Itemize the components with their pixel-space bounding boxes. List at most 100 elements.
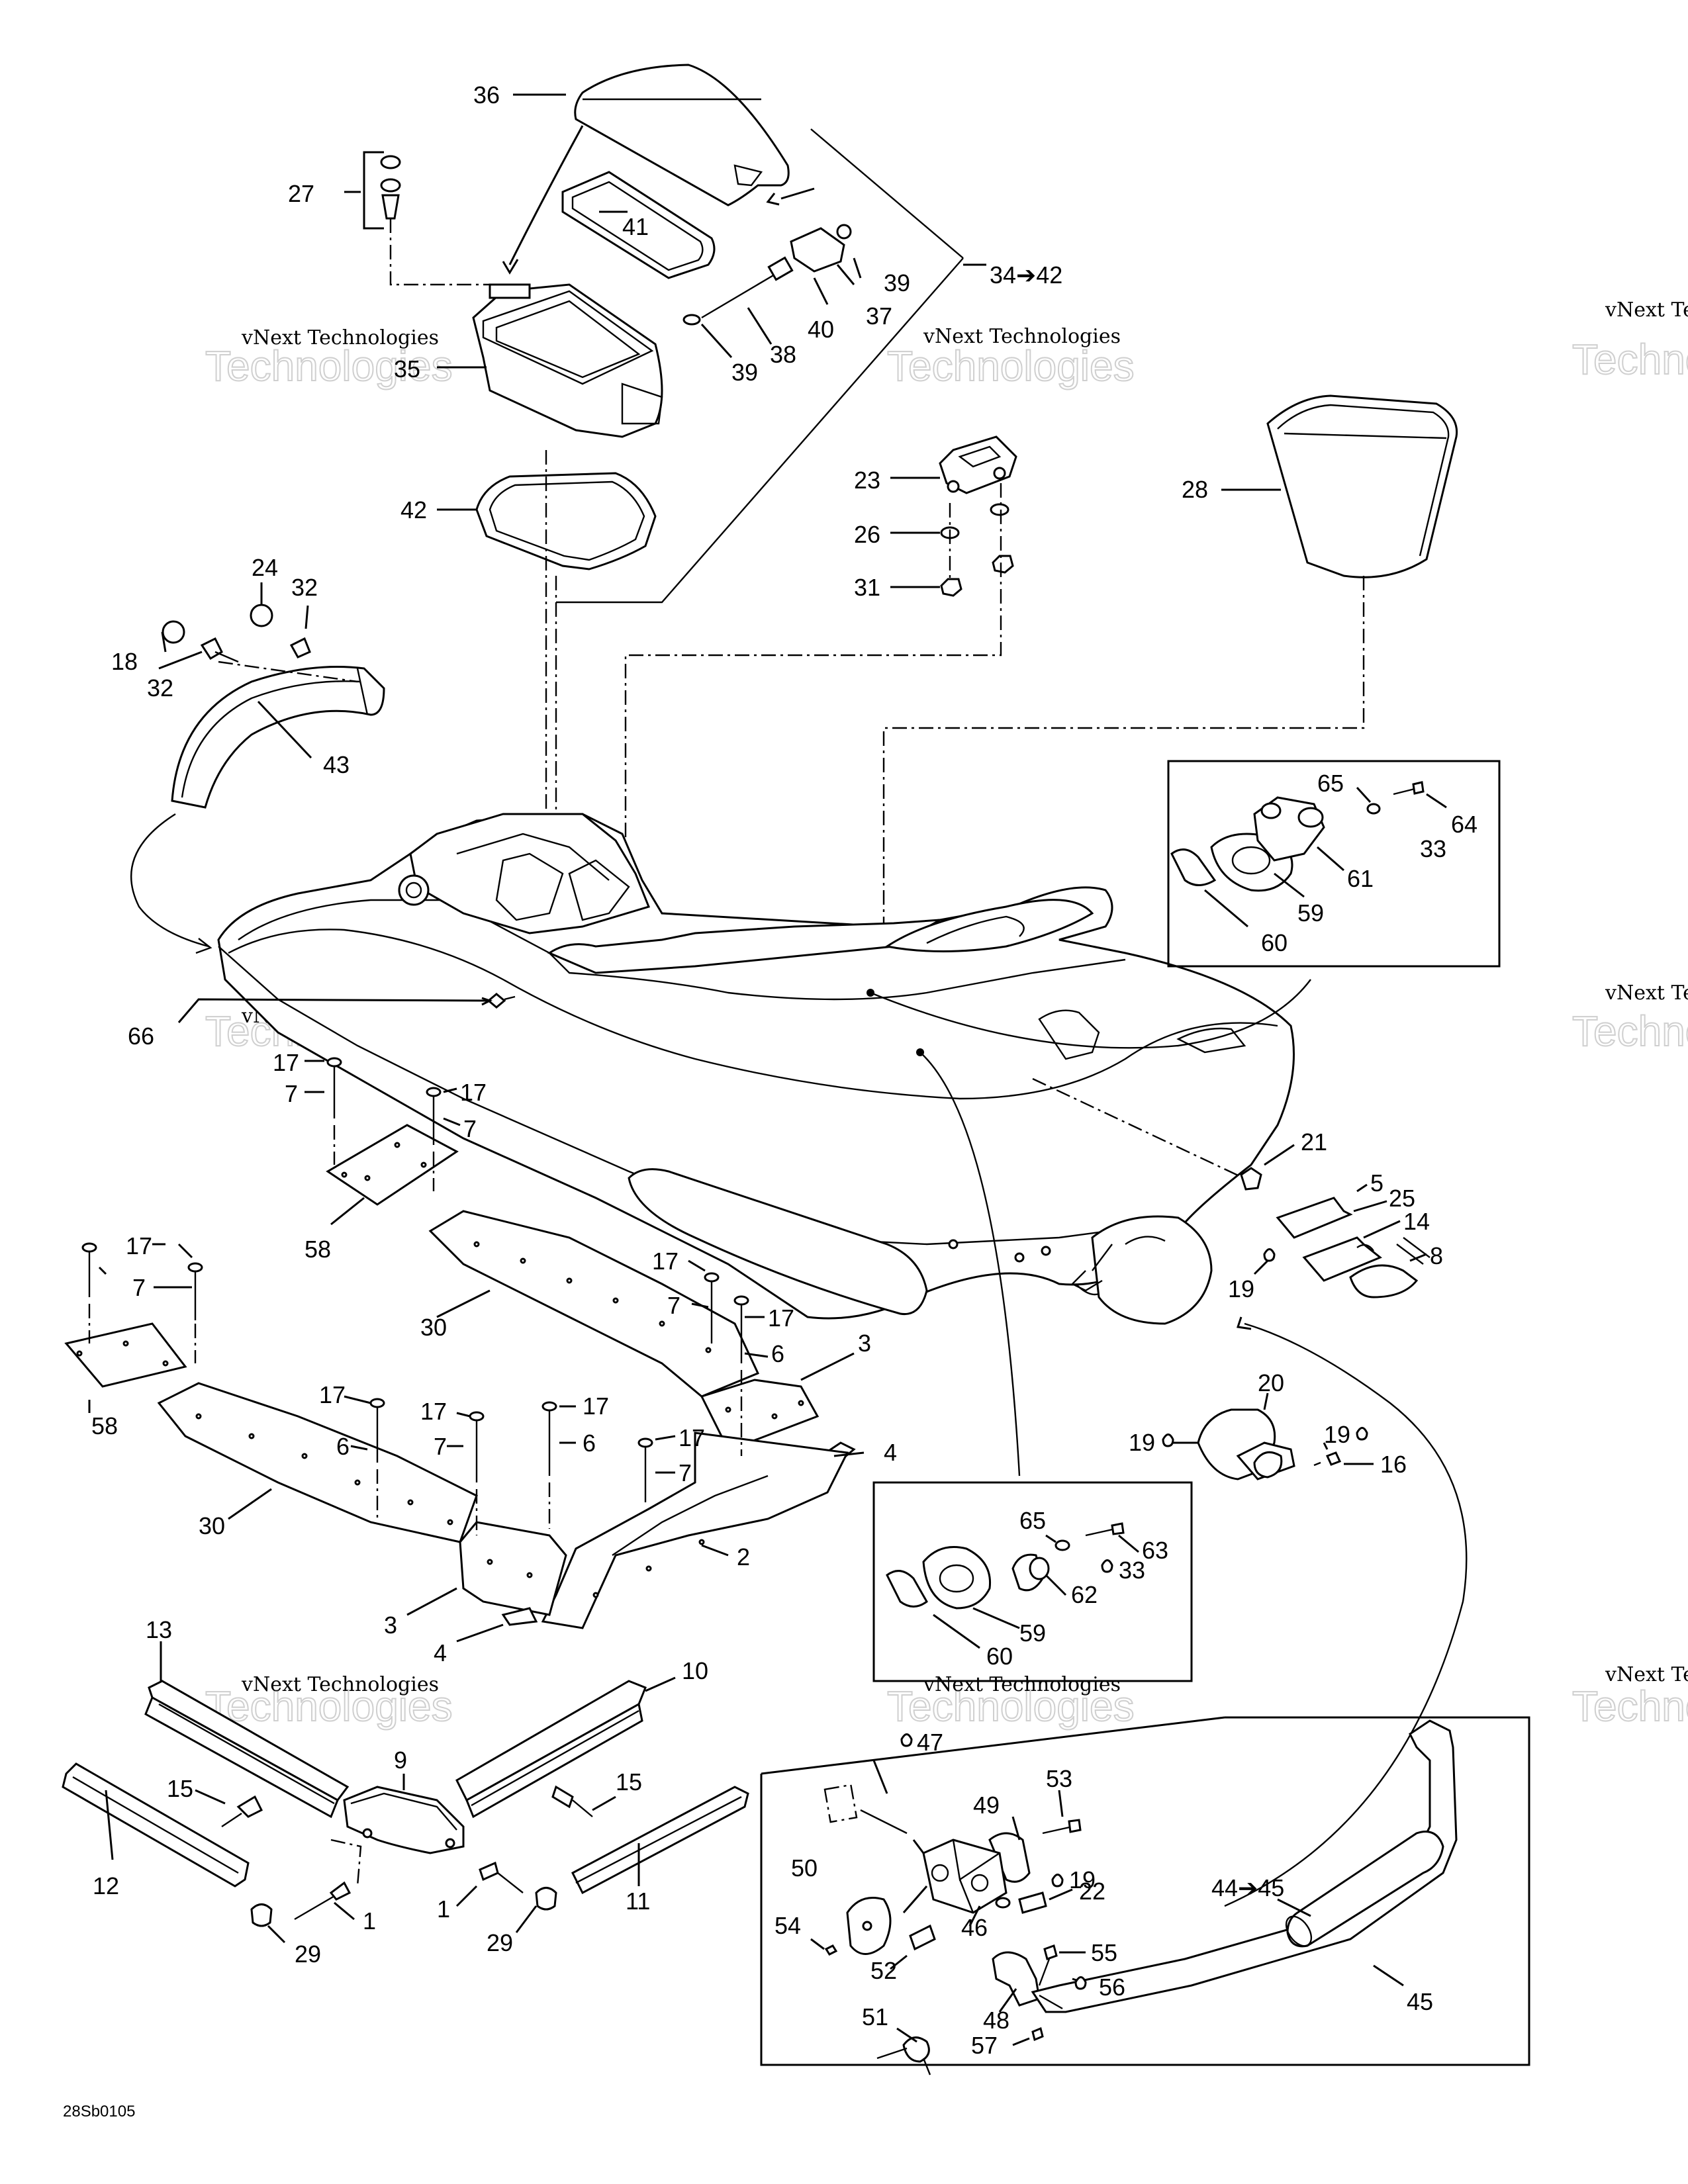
fitting-group	[1162, 1392, 1374, 1480]
label-43: 43	[323, 751, 350, 778]
mat-30-upper	[428, 1210, 760, 1398]
watermark-large: Technologies	[205, 342, 453, 390]
watermark-large: Technologies	[205, 1682, 453, 1730]
label-12: 12	[93, 1872, 119, 1899]
label-22: 22	[1079, 1878, 1105, 1905]
label-25: 25	[1389, 1185, 1415, 1212]
label-19: 19	[1129, 1429, 1155, 1456]
label-17: 17	[126, 1232, 152, 1259]
bracket-49	[988, 1832, 1031, 1883]
label-17: 17	[460, 1079, 487, 1106]
label-23: 23	[854, 467, 880, 494]
label-7: 7	[132, 1274, 146, 1301]
mat-holes	[76, 1142, 804, 1598]
label-41: 41	[622, 213, 649, 240]
label-45: 45	[1407, 1988, 1433, 2015]
label-1: 1	[437, 1895, 450, 1923]
watermark-large: Technologies	[1572, 1007, 1688, 1055]
watermark-large: Technologies	[1572, 1682, 1688, 1730]
label-19: 19	[1228, 1275, 1254, 1302]
label-39: 39	[731, 359, 758, 386]
mat-58-left	[64, 1322, 187, 1388]
label-53: 53	[1046, 1765, 1072, 1792]
label-36: 36	[473, 81, 500, 109]
bin-seal	[475, 472, 657, 570]
label-2: 2	[737, 1543, 750, 1570]
label-10: 10	[682, 1657, 708, 1684]
label-17: 17	[319, 1381, 346, 1408]
label-65: 65	[1317, 770, 1344, 797]
watercraft-hull	[217, 813, 1295, 1325]
label-47: 47	[917, 1729, 943, 1756]
grab-handle-group	[130, 582, 385, 954]
label-61: 61	[1347, 865, 1374, 892]
watermark-small: vNext Technologies	[241, 1673, 439, 1696]
glove-box-group	[344, 64, 986, 824]
hinge-group	[624, 435, 1017, 880]
label-59: 59	[1019, 1619, 1046, 1647]
label-6: 6	[771, 1340, 784, 1367]
watermark-small: vNext Technologies	[1605, 1663, 1688, 1686]
label-7: 7	[434, 1433, 447, 1460]
diagram-code: 28Sb0105	[63, 2103, 135, 2120]
label-5: 5	[1370, 1169, 1383, 1197]
label-60: 60	[1261, 929, 1288, 956]
label-62: 62	[1071, 1581, 1098, 1608]
label-7: 7	[667, 1292, 680, 1319]
mat-2-main	[541, 1432, 849, 1629]
rails-group	[62, 1641, 749, 1944]
mat-3-lower	[459, 1521, 567, 1616]
rail-10	[455, 1680, 647, 1802]
label-3: 3	[858, 1330, 871, 1357]
label-57: 57	[971, 2032, 998, 2059]
label-28: 28	[1182, 476, 1208, 503]
label-58: 58	[305, 1236, 331, 1263]
label-37: 37	[866, 302, 892, 330]
label-59: 59	[1297, 899, 1324, 927]
label-6: 6	[336, 1433, 350, 1460]
screw-66	[177, 993, 516, 1023]
label-31: 31	[854, 574, 880, 601]
label-13: 13	[146, 1616, 172, 1643]
lid-seal	[561, 171, 716, 279]
label-17: 17	[652, 1248, 679, 1275]
grab-handle	[171, 666, 385, 809]
watermark-large: Technologies	[887, 342, 1135, 390]
plate-25	[1302, 1236, 1382, 1282]
watermark-small: vNext Technologies	[241, 326, 439, 349]
label-44-45: 44➔45	[1211, 1874, 1284, 1901]
inset-box-drain-plug-bottom	[872, 1481, 1193, 1682]
label-7: 7	[679, 1459, 692, 1486]
label-17: 17	[583, 1392, 609, 1420]
label-6: 6	[583, 1430, 596, 1457]
label-42: 42	[400, 496, 427, 523]
label-58: 58	[91, 1412, 118, 1439]
label-30: 30	[199, 1512, 225, 1539]
label-15: 15	[167, 1775, 193, 1802]
label-30: 30	[420, 1314, 447, 1341]
watermark-large: Technologies	[887, 1682, 1135, 1730]
label-20: 20	[1258, 1369, 1284, 1396]
label-17: 17	[768, 1304, 794, 1332]
label-17: 17	[420, 1398, 447, 1425]
mat-fasteners	[81, 1057, 749, 1535]
label-4: 4	[884, 1439, 897, 1466]
label-52: 52	[870, 1957, 897, 1984]
label-27: 27	[288, 180, 314, 207]
storage-cup	[1266, 394, 1458, 578]
watermark-small: vNext Technologies	[923, 1673, 1121, 1696]
watermark-small: vNext Technologies	[1605, 298, 1688, 322]
label-33: 33	[1420, 835, 1446, 862]
u-bolt	[1349, 1264, 1419, 1298]
inset-box-drain-plug-top	[1167, 760, 1501, 968]
label-49: 49	[973, 1792, 1000, 1819]
label-4: 4	[434, 1639, 447, 1666]
cup-group	[882, 394, 1458, 927]
label-1: 1	[363, 1907, 376, 1934]
label-29: 29	[295, 1940, 321, 1968]
label-56: 56	[1099, 1974, 1125, 2001]
mats-group	[64, 1057, 865, 1643]
label-18: 18	[111, 648, 138, 675]
label-46: 46	[961, 1914, 988, 1941]
rail-13	[148, 1680, 350, 1801]
